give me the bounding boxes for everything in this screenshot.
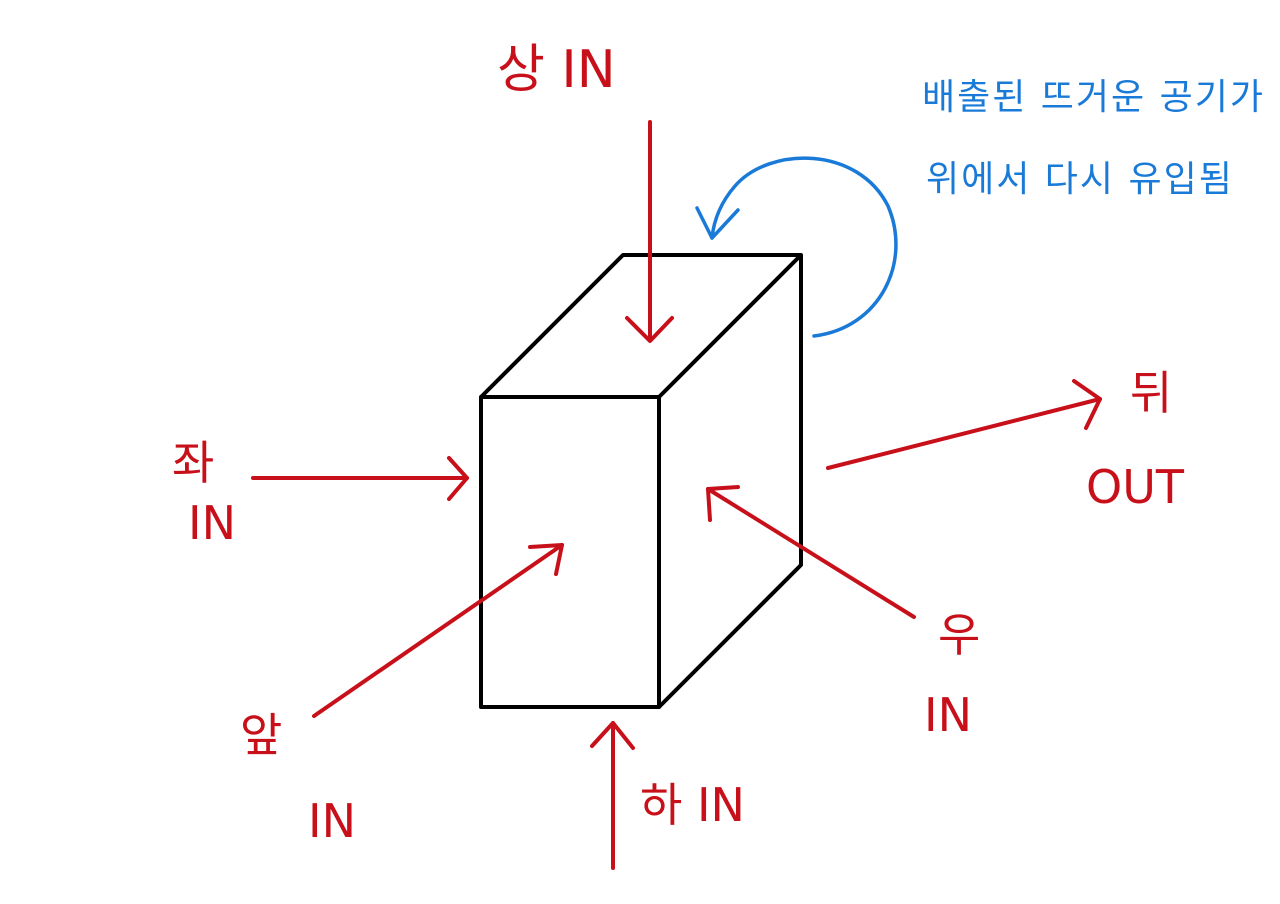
recirculation-note-line2: 위에서 다시 유입됨 [926,159,1234,200]
top-in-arrow-icon [625,120,674,343]
left-label: 좌 [172,436,215,490]
bottom-in-label: 하 IN [640,778,745,832]
back-out-arrow-icon [826,379,1102,470]
front-in-label: IN [308,794,356,848]
front-label: 앞 [240,708,283,762]
box [479,253,803,709]
box-top-face [479,253,803,399]
back-label: 뒤 [1130,366,1173,420]
left-in-arrow-icon [251,456,469,501]
box-side-face [657,255,803,709]
bottom-in-arrow-icon [590,721,635,870]
left-in-label: IN [188,496,236,550]
right-in-arrow-icon [706,485,916,619]
right-in-label: IN [924,688,972,742]
top-in-label: 상 IN [497,40,616,100]
recirculation-arrow-icon [695,156,898,338]
recirculation-note-line1: 배출된 뜨거운 공기가 [922,77,1265,118]
front-in-arrow-icon [312,543,564,718]
right-label: 우 [938,608,981,662]
back-out-label: OUT [1086,460,1184,514]
box-front-face [479,395,661,709]
